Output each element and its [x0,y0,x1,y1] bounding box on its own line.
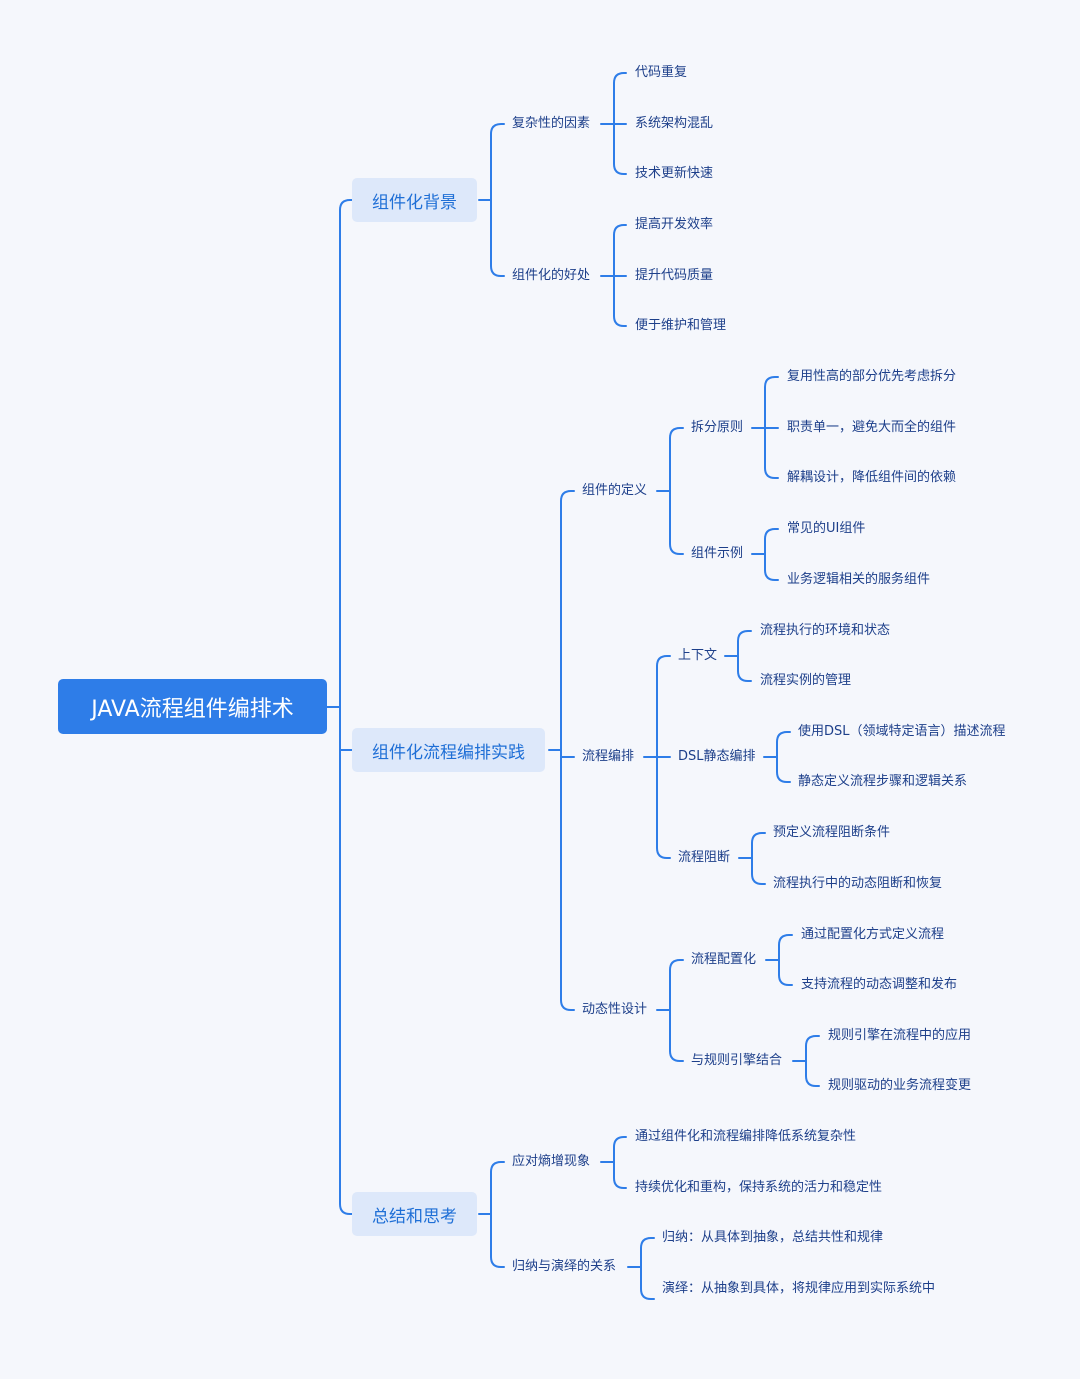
branch-summary[interactable]: 总结和思考 [352,1192,477,1236]
leaf-code-quality[interactable]: 提升代码质量 [635,268,714,283]
connector-example [751,528,779,581]
node-rule-engine[interactable]: 与规则引擎结合 [691,1053,783,1068]
leaf-maintenance[interactable]: 便于维护和管理 [635,318,727,333]
leaf-reuse-first[interactable]: 复用性高的部分优先考虑拆分 [787,369,957,384]
leaf-rule-app[interactable]: 规则引擎在流程中的应用 [828,1028,972,1043]
node-induction-deduction[interactable]: 归纳与演绎的关系 [512,1259,617,1274]
leaf-instance-mgmt[interactable]: 流程实例的管理 [760,673,852,688]
connector-blocking [738,832,766,885]
connector-entropy [600,1136,627,1189]
leaf-ui-components[interactable]: 常见的UI组件 [787,521,866,536]
connector-practice [548,490,575,1011]
leaf-static-define[interactable]: 静态定义流程步骤和逻辑关系 [798,774,968,789]
connector-rules [792,1035,820,1087]
connector-root-to-branches [326,199,353,1215]
leaf-dynamic-adjust[interactable]: 支持流程的动态调整和发布 [801,977,958,992]
leaf-dev-efficiency[interactable]: 提高开发效率 [635,217,714,232]
connector-induction [627,1237,655,1300]
node-dsl-static[interactable]: DSL静态编排 [678,749,756,764]
branch-practice[interactable]: 组件化流程编排实践 [352,728,545,772]
leaf-reduce-complexity[interactable]: 通过组件化和流程编排降低系统复杂性 [635,1129,857,1144]
connector-background [478,123,505,277]
leaf-decoupling[interactable]: 解耦设计，降低组件间的依赖 [787,470,957,485]
node-flow-blocking[interactable]: 流程阻断 [678,850,731,865]
leaf-env-state[interactable]: 流程执行的环境和状态 [760,623,891,638]
connector-benefits [600,224,627,327]
connector-context [724,630,752,682]
node-complexity-factors[interactable]: 复杂性的因素 [512,116,591,131]
leaf-dsl-describe[interactable]: 使用DSL（领域特定语言）描述流程 [798,724,1006,739]
connector-orchestration [643,655,671,859]
connector-definition [656,427,684,555]
node-flow-config[interactable]: 流程配置化 [691,952,757,967]
connector-dsl [763,731,791,783]
leaf-dynamic-block[interactable]: 流程执行中的动态阻断和恢复 [773,876,943,891]
leaf-service-components[interactable]: 业务逻辑相关的服务组件 [787,572,931,587]
leaf-block-conditions[interactable]: 预定义流程阻断条件 [773,825,891,840]
leaf-single-responsibility[interactable]: 职责单一，避免大而全的组件 [787,420,957,435]
leaf-deduction[interactable]: 演绎：从抽象到具体，将规律应用到实际系统中 [662,1281,936,1296]
connector-complexity [600,72,627,175]
connector-config [765,934,793,986]
node-context[interactable]: 上下文 [678,648,718,663]
node-component-examples[interactable]: 组件示例 [691,546,744,561]
leaf-rule-driven[interactable]: 规则驱动的业务流程变更 [828,1078,972,1093]
connector-dynamic [656,959,684,1062]
leaf-fast-tech-update[interactable]: 技术更新快速 [635,166,714,181]
connector-summary [478,1161,505,1268]
leaf-config-define[interactable]: 通过配置化方式定义流程 [801,927,945,942]
node-dynamic-design[interactable]: 动态性设计 [582,1002,648,1017]
node-entropy[interactable]: 应对熵增现象 [512,1154,591,1169]
leaf-code-duplication[interactable]: 代码重复 [635,65,688,80]
branch-background[interactable]: 组件化背景 [352,178,477,222]
leaf-induction[interactable]: 归纳：从具体到抽象，总结共性和规律 [662,1230,884,1245]
node-split-principles[interactable]: 拆分原则 [691,420,744,435]
node-benefits[interactable]: 组件化的好处 [512,268,591,283]
leaf-architecture-chaos[interactable]: 系统架构混乱 [635,116,714,131]
node-orchestration[interactable]: 流程编排 [582,749,635,764]
node-component-definition[interactable]: 组件的定义 [582,483,648,498]
root-node[interactable]: JAVA流程组件编排术 [58,679,327,734]
connector-split [751,376,779,479]
leaf-continuous-refactor[interactable]: 持续优化和重构，保持系统的活力和稳定性 [635,1180,883,1195]
